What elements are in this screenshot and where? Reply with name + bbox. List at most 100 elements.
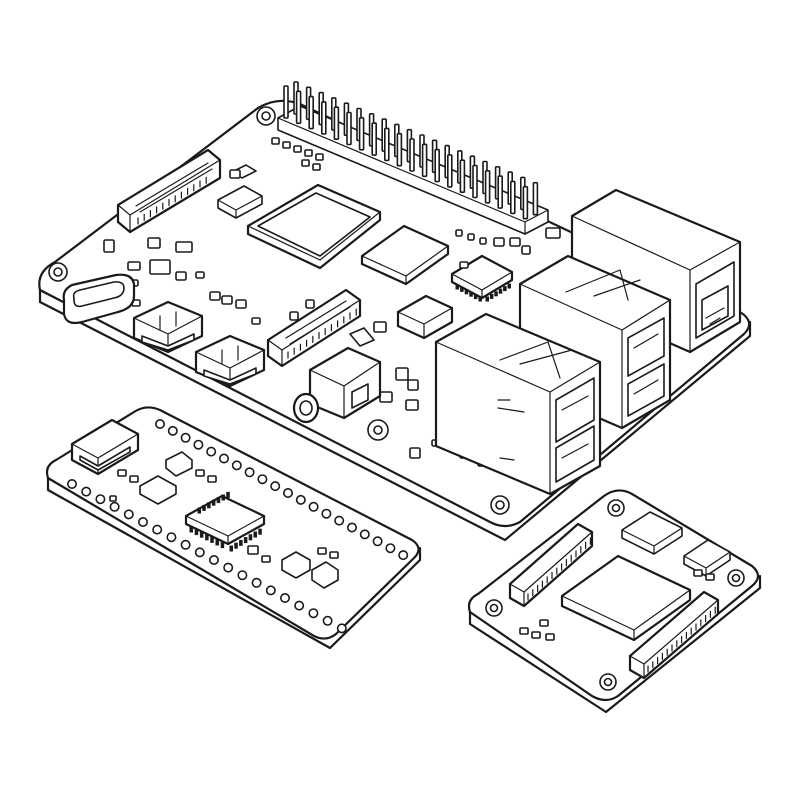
- gpio-pin: [283, 85, 289, 119]
- through-hole: [95, 494, 106, 505]
- smd-component: [221, 295, 233, 305]
- through-hole: [308, 608, 319, 619]
- chip-pad: [258, 528, 262, 535]
- chip-pad: [464, 289, 469, 295]
- smd-component: [261, 555, 271, 563]
- smd-component: [459, 261, 469, 269]
- gpio-pin: [358, 117, 365, 151]
- ram-chip: [360, 224, 450, 286]
- through-hole: [398, 550, 409, 561]
- smd-component: [289, 311, 299, 321]
- through-hole: [180, 432, 191, 443]
- mounting-hole-icon: [485, 499, 745, 691]
- through-hole: [123, 509, 134, 520]
- chip-pad: [199, 531, 204, 538]
- through-hole: [152, 524, 163, 535]
- gpio-pin: [459, 159, 466, 193]
- smd-component: [705, 573, 715, 581]
- through-hole: [138, 516, 149, 527]
- smd-component: [129, 475, 139, 483]
- soc-chip: [246, 183, 382, 270]
- gpio-pin: [295, 90, 302, 125]
- smd-component: [531, 631, 541, 639]
- through-hole: [282, 487, 293, 498]
- through-hole: [279, 592, 290, 603]
- through-hole: [308, 501, 319, 512]
- smd-component: [545, 227, 561, 239]
- chip-pad: [473, 294, 478, 300]
- chip-pad: [498, 288, 503, 294]
- smd-component: [229, 169, 241, 179]
- gpio-pin: [383, 127, 390, 162]
- through-hole: [336, 623, 347, 634]
- through-hole: [167, 425, 178, 436]
- gpio-pin: [320, 101, 327, 135]
- gpio-pin: [346, 111, 352, 146]
- chip-pad: [207, 502, 211, 509]
- through-hole: [346, 522, 357, 533]
- chip-pad: [189, 526, 193, 533]
- smd-component: [175, 271, 187, 281]
- through-hole: [209, 554, 220, 565]
- smd-component: [247, 545, 259, 555]
- gpio-pin: [421, 143, 428, 178]
- smd-component: [693, 569, 703, 577]
- chip-pad: [229, 545, 233, 552]
- smd-component: [305, 299, 315, 309]
- smd-component: [209, 291, 221, 301]
- smd-component: [147, 237, 161, 249]
- gpio-pin: [396, 132, 403, 167]
- through-hole: [193, 439, 204, 450]
- chip-pad: [485, 296, 489, 302]
- chip-pad: [489, 293, 494, 299]
- chip-pad: [216, 497, 221, 504]
- gpio-pin: [446, 154, 453, 188]
- through-hole: [231, 460, 242, 471]
- chip-pad: [243, 537, 248, 544]
- gpio-pin: [532, 181, 539, 216]
- gpio-pin: [484, 170, 491, 204]
- smd-component: [207, 475, 217, 483]
- through-hole: [322, 615, 333, 626]
- chip-pad: [455, 284, 459, 290]
- chip-pad: [503, 286, 507, 292]
- through-hole: [67, 478, 78, 489]
- chip-pad: [202, 504, 206, 511]
- display-connector: [116, 148, 222, 234]
- through-hole: [223, 562, 234, 573]
- through-hole: [385, 543, 396, 554]
- chip-pad: [215, 539, 219, 546]
- through-hole: [81, 486, 92, 497]
- smd-component: [149, 259, 171, 275]
- gpio-pin: [434, 148, 441, 183]
- smd-component: [493, 237, 505, 247]
- smd-component: [539, 619, 549, 627]
- smd-component: [519, 627, 529, 635]
- smd-component: [373, 321, 387, 333]
- smd-component: [127, 261, 141, 271]
- through-hole: [206, 446, 217, 457]
- chip-pad: [494, 291, 498, 297]
- through-hole: [251, 577, 262, 588]
- chip-pad: [211, 499, 216, 506]
- through-hole: [270, 481, 281, 492]
- chip-pad: [234, 542, 238, 549]
- smd-component: [545, 633, 555, 641]
- compute-module-board: [467, 489, 762, 714]
- camera-connector: [266, 288, 362, 368]
- single-board-computer: [38, 81, 752, 542]
- smd-component: [235, 299, 247, 309]
- gpio-pin: [497, 175, 504, 209]
- smd-component: [195, 271, 205, 279]
- audio-jack-icon: [292, 327, 382, 424]
- chip-pad: [220, 542, 225, 549]
- chip-pad: [194, 529, 199, 536]
- through-hole: [295, 494, 306, 505]
- chip-pad: [197, 507, 201, 514]
- smd-component: [409, 447, 421, 459]
- microcontroller-strip-board: [45, 406, 422, 650]
- smd-component: [467, 233, 475, 241]
- smd-component: [195, 469, 205, 477]
